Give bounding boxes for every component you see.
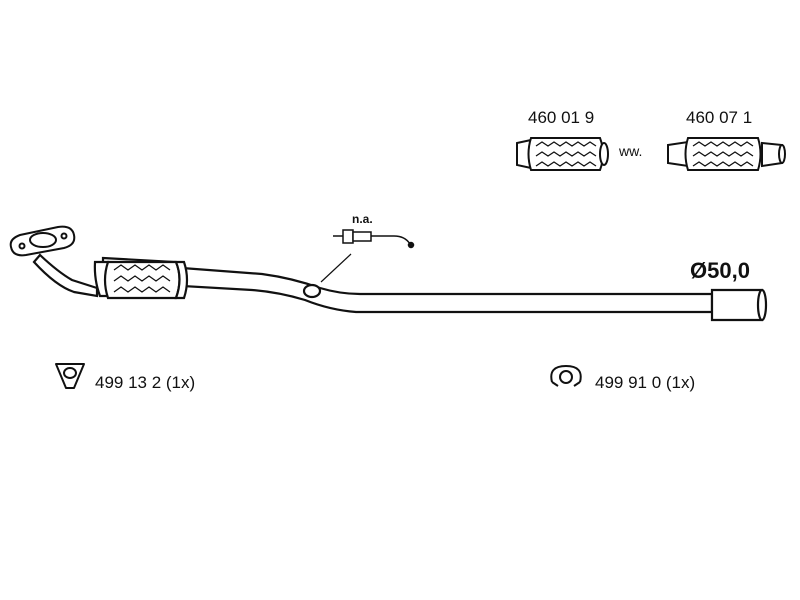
flange-drawing	[9, 225, 76, 257]
gasket-part-label: 499 13 2 (1x)	[95, 373, 196, 392]
front-pipe-flex-section	[93, 260, 189, 300]
flex-pipe-b-drawing	[667, 137, 786, 171]
gasket-icon	[55, 363, 85, 389]
flex-pipe-a-label: 460 01 9	[528, 108, 595, 127]
clamp-part-label: 499 91 0 (1x)	[595, 373, 696, 392]
sensor-pointer	[320, 253, 352, 283]
lambda-sensor-icon	[333, 229, 415, 249]
flex-pipe-a-drawing	[516, 137, 609, 171]
clamp-icon	[550, 364, 582, 387]
diameter-label: Ø50,0	[690, 258, 750, 283]
flex-pipe-b-label: 460 07 1	[686, 108, 753, 127]
sensor-note-label: n.a.	[352, 212, 373, 226]
alternative-label: ww.	[619, 143, 643, 159]
